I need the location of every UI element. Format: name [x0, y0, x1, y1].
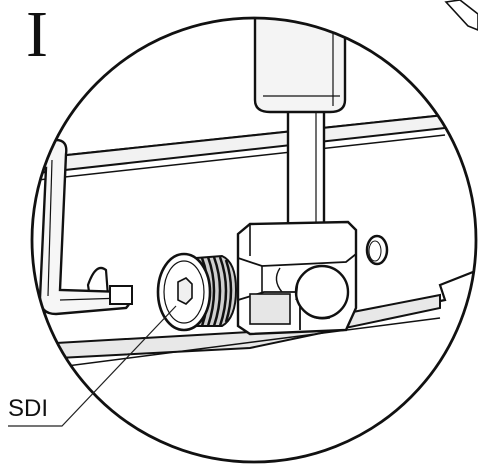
step-label: I: [26, 0, 48, 71]
vertical-rod: [286, 94, 326, 238]
detail-circle-outline: [30, 16, 478, 464]
part-label-sdi: SDI: [8, 395, 49, 422]
sdi-leader-line: [8, 305, 177, 427]
plate-hole-right: [365, 234, 389, 266]
detail-circle-content: [32, 18, 476, 373]
sdi-bolt: [156, 252, 238, 332]
rod-housing: [253, 18, 347, 114]
clamp-knob: [294, 264, 350, 320]
pencil-icon: [444, 0, 478, 31]
hex-socket-icon: [177, 277, 193, 305]
